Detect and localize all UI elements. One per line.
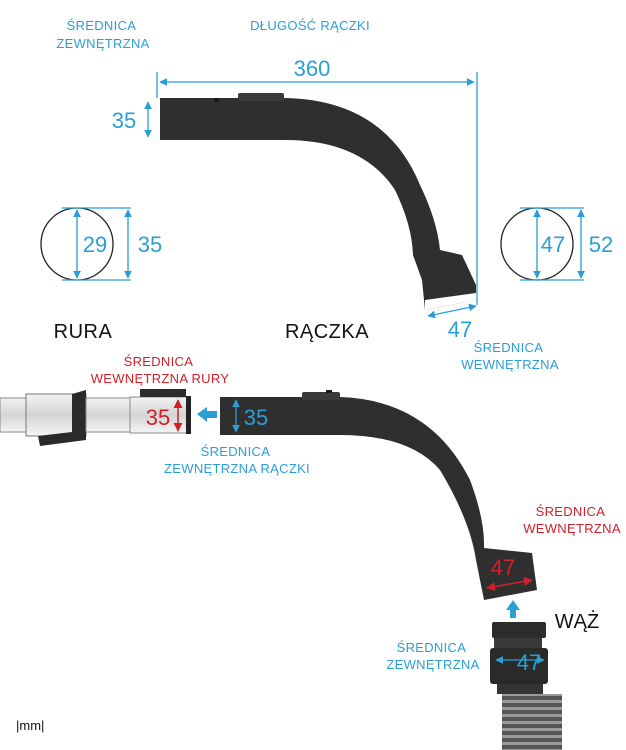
- insert-arrow: [197, 407, 217, 422]
- tube-heading: RURA: [54, 321, 113, 343]
- handle-heading: RĄCZKA: [285, 321, 369, 343]
- length-value: 360: [294, 56, 331, 81]
- left-inner-value: 29: [83, 232, 107, 257]
- outer-diameter-label-top: ŚREDNICA ZEWNĘTRZNA: [56, 18, 149, 51]
- handle-inner-dim: [486, 576, 533, 592]
- inner-diameter-label-right: ŚREDNICA WEWNĘTRZNA: [461, 340, 559, 372]
- tube: [0, 389, 191, 446]
- right-inner-value: 47: [541, 232, 565, 257]
- tube-inner-label: ŚREDNICA WEWNĘTRZNA RURY: [91, 354, 230, 386]
- handle-end-outer-value: 35: [112, 108, 136, 133]
- tube-inner-value: 35: [146, 405, 170, 430]
- hose-outer-label: ŚREDNICA ZEWNĘTRZNA: [386, 640, 479, 672]
- handle-inner-label: ŚREDNICA WEWNĘTRZNA: [523, 504, 621, 536]
- right-outer-value: 52: [589, 232, 613, 257]
- hose-outer-value: 47: [517, 650, 541, 675]
- handle-mouth-value: 47: [448, 317, 472, 342]
- handle-length-label: DŁUGOŚĆ RĄCZKI: [250, 18, 370, 33]
- handle-top: [160, 93, 476, 310]
- left-outer-value: 35: [138, 232, 162, 257]
- hose-arrow: [506, 600, 520, 618]
- hose-heading: WĄŻ: [555, 610, 599, 633]
- handle-outer-value: 35: [244, 405, 268, 430]
- hose: [490, 622, 562, 750]
- unit-label: |mm|: [16, 718, 44, 733]
- handle-outer-label: ŚREDNICA ZEWNĘTRZNA RĄCZKI: [164, 444, 310, 476]
- handle-inner-value: 47: [491, 555, 515, 580]
- handle-mouth-dim: [427, 303, 477, 319]
